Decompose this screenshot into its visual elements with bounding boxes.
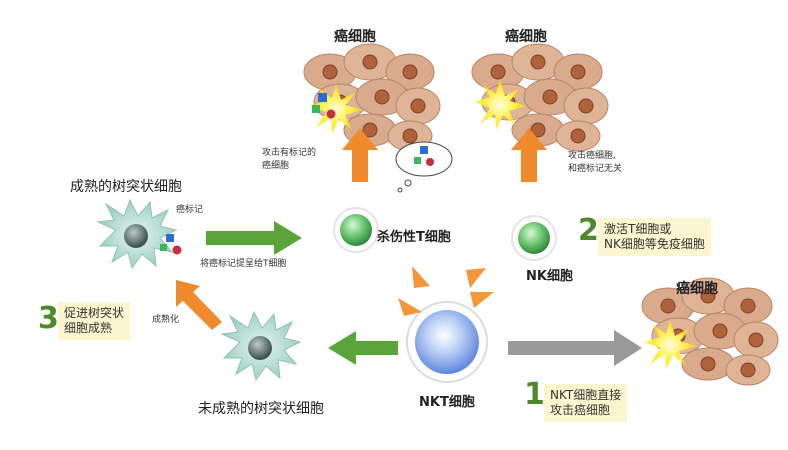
orange-arrow-maturation — [176, 280, 222, 330]
activation-triangle-3 — [466, 268, 486, 288]
mature-dendritic-cell — [97, 199, 177, 269]
step-1-box: NKT细胞直接 攻击癌细胞 — [544, 384, 628, 422]
activation-triangle-4 — [470, 292, 494, 308]
immature-dc-label: 未成熟的树突状细胞 — [198, 401, 324, 417]
marker-shapes-top-left — [312, 93, 336, 119]
step-1-number: 1 — [524, 377, 545, 412]
step-3-box: 促进树突状 细胞成熟 — [58, 302, 131, 340]
nk-label: NK细胞 — [526, 269, 573, 284]
maturation-label: 成熟化 — [152, 315, 180, 325]
nk-cell — [518, 222, 550, 254]
green-arrow-present — [206, 221, 302, 255]
step-2-box: 激活T细胞或 NK细胞等免疫细胞 — [598, 218, 711, 256]
immature-dendritic-cell — [221, 311, 301, 381]
nkt-label: NKT细胞 — [419, 395, 475, 410]
cancer-marker-label: 癌标记 — [176, 205, 204, 215]
orange-arrow-up-left — [342, 128, 378, 182]
nkt-cell — [415, 310, 479, 374]
step-2-number: 2 — [578, 213, 599, 248]
activation-triangle-2 — [412, 266, 430, 288]
green-arrow-to-immature — [328, 331, 398, 365]
cancer-cell-label-top-left: 癌细胞 — [334, 29, 376, 45]
activation-triangle-1 — [398, 298, 422, 316]
attack-marked-caption: 攻击有标记的 癌细胞 — [262, 148, 317, 171]
killer-t-label: 杀伤性T细胞 — [377, 230, 451, 245]
attack-unrelated-caption: 攻击癌细胞, 和癌标记无关 — [568, 151, 623, 174]
thought-bubble — [395, 141, 453, 177]
mature-dc-label: 成熟的树突状细胞 — [70, 179, 182, 195]
cancer-cell-label-top-right: 癌细胞 — [505, 29, 547, 45]
killer-t-cell — [340, 214, 372, 246]
cancer-cell-label-right: 癌细胞 — [676, 281, 718, 297]
orange-arrow-up-right — [511, 128, 547, 182]
present-marker-label: 将癌标记提呈给T细胞 — [200, 259, 287, 269]
step-3-number: 3 — [38, 301, 59, 336]
gray-arrow-direct-attack — [508, 330, 642, 366]
